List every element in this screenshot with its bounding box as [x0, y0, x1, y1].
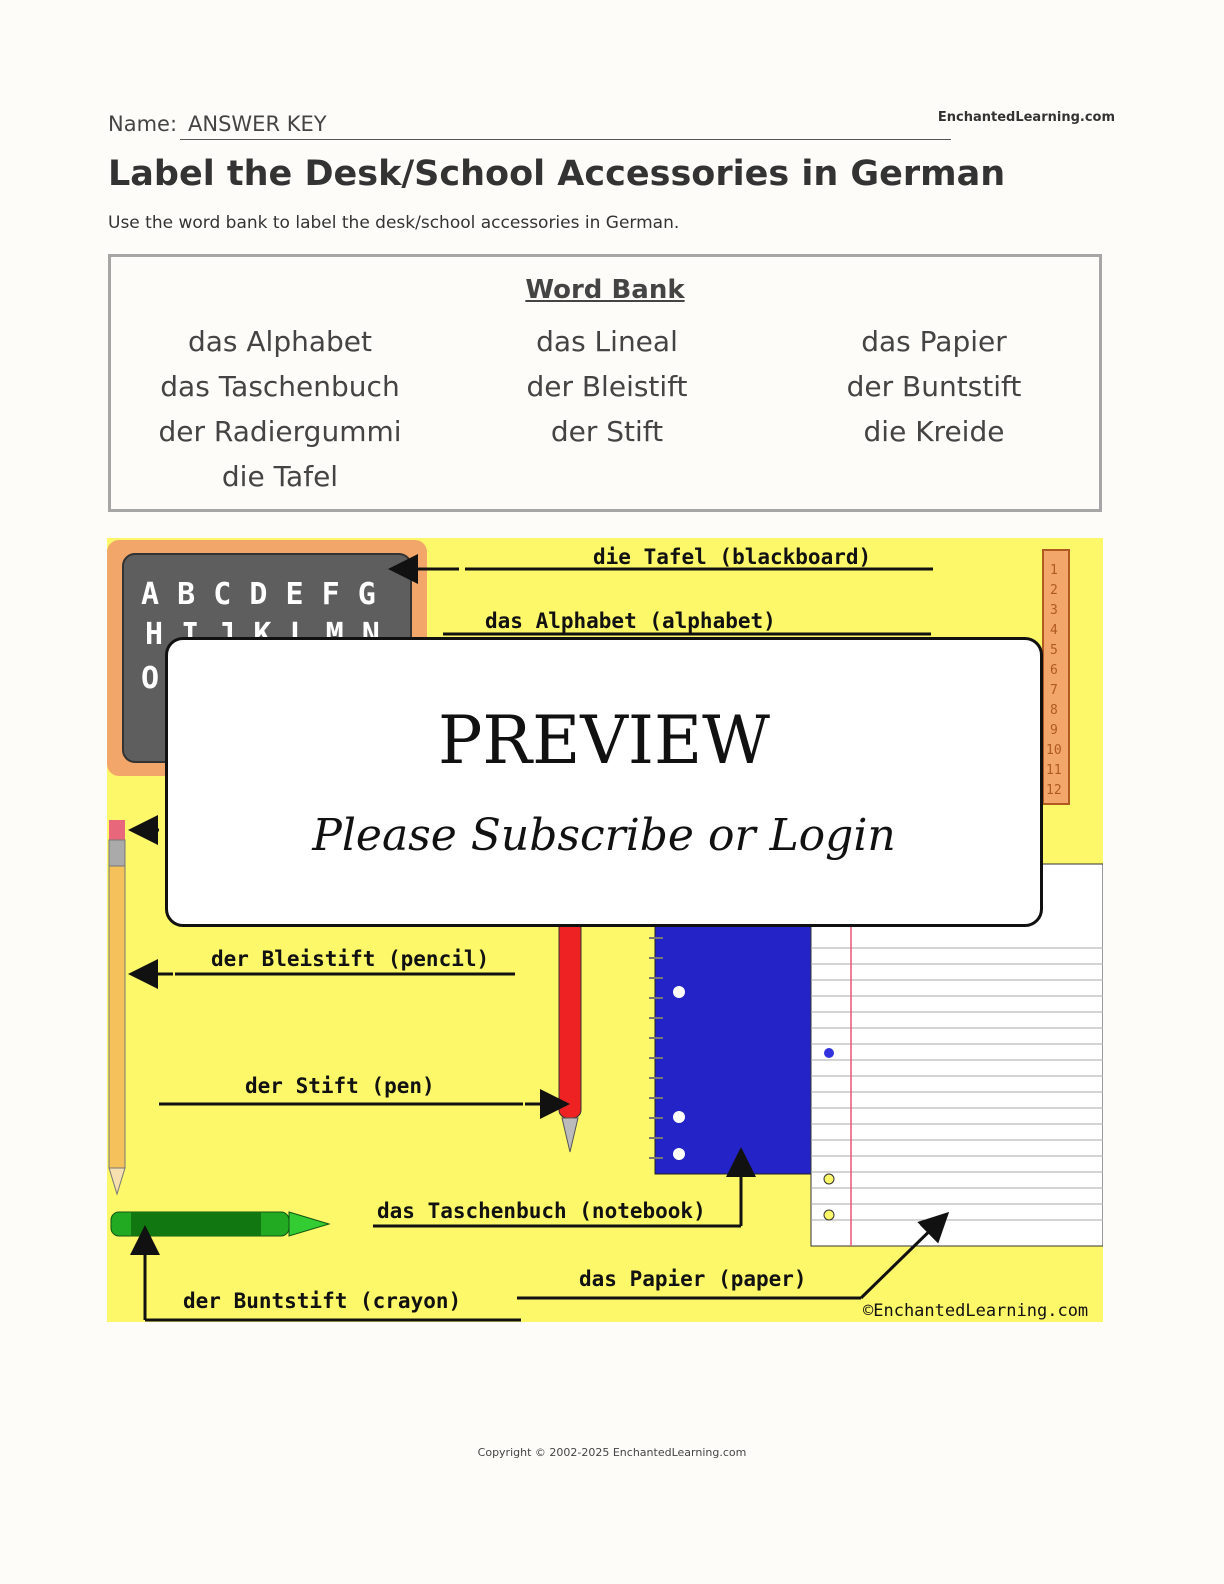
preview-subscribe-login[interactable]: Please Subscribe or Login	[312, 810, 896, 861]
word-bank-item: die Tafel	[221, 460, 339, 493]
label-paper: das Papier (paper)	[579, 1267, 807, 1291]
ruler-number: 4	[1050, 623, 1058, 638]
ruler-number: 7	[1050, 683, 1058, 698]
pencil-eraser	[109, 820, 125, 840]
instructions: Use the word bank to label the desk/scho…	[108, 213, 680, 233]
name-label: Name:	[108, 112, 178, 136]
ruler-number: 8	[1050, 703, 1058, 718]
notebook-hole	[673, 1148, 685, 1160]
notebook-hole	[673, 986, 685, 998]
label-crayon: der Buntstift (crayon)	[183, 1289, 461, 1313]
ruler-number: 10	[1046, 743, 1062, 758]
ruler-number: 3	[1050, 603, 1058, 618]
blackboard-letters: A B C D E F G	[141, 577, 376, 612]
pencil-tip	[108, 1167, 126, 1196]
name-underline	[180, 139, 951, 140]
word-bank-item: das Papier	[861, 325, 1007, 358]
ruler-number: 5	[1050, 643, 1058, 658]
word-bank-item: das Alphabet	[187, 325, 372, 358]
word-bank-column: das Alphabet das Taschenbuch der Radierg…	[115, 319, 445, 499]
pencil	[108, 865, 126, 1169]
word-bank-title: Word Bank	[525, 275, 685, 305]
word-bank-column: das Papier der Buntstift die Kreide	[769, 319, 1099, 454]
ruler-number: 11	[1046, 763, 1062, 778]
name-value: ANSWER KEY	[188, 112, 327, 136]
word-bank-item: die Kreide	[863, 415, 1005, 448]
illustration-credit: ©EnchantedLearning.com	[863, 1301, 1088, 1321]
ruler-number: 12	[1046, 783, 1062, 798]
ruler-number: 2	[1050, 583, 1058, 598]
word-bank-item: der Bleistift	[526, 370, 688, 403]
name-row: Name: ANSWER KEY	[108, 108, 951, 140]
site-tag: EnchantedLearning.com	[937, 110, 1115, 125]
pen-tip	[561, 1117, 579, 1153]
ruler	[1042, 549, 1070, 805]
ruler-number: 1	[1050, 563, 1058, 578]
paper-hole	[823, 1209, 835, 1221]
blackboard-letters: O	[141, 661, 159, 696]
preview-overlay[interactable]: PREVIEW Please Subscribe or Login	[165, 637, 1043, 927]
ruler-number: 9	[1050, 723, 1058, 738]
ruler-number: 6	[1050, 663, 1058, 678]
word-bank-item: der Radiergummi	[158, 415, 402, 448]
label-pen: der Stift (pen)	[245, 1074, 435, 1098]
label-alphabet: das Alphabet (alphabet)	[485, 609, 776, 633]
word-bank-item: das Lineal	[536, 325, 678, 358]
word-bank-item: das Taschenbuch	[160, 370, 400, 403]
notebook-hole	[673, 1111, 685, 1123]
crayon-tip	[288, 1211, 331, 1237]
word-bank-item: der Stift	[550, 415, 664, 448]
notebook-spiral	[649, 937, 663, 1159]
word-bank: Word Bank das Alphabet das Taschenbuch d…	[108, 254, 1102, 512]
paper-lines	[811, 947, 1103, 1221]
label-pencil: der Bleistift (pencil)	[211, 947, 489, 971]
paper	[810, 863, 1103, 1247]
footer-copyright: Copyright © 2002-2025 EnchantedLearning.…	[477, 1446, 747, 1459]
label-blackboard: die Tafel (blackboard)	[593, 545, 871, 569]
notebook	[654, 917, 812, 1175]
preview-title: PREVIEW	[437, 702, 771, 779]
page-title: Label the Desk/School Accessories in Ger…	[108, 154, 1006, 194]
word-bank-column: das Lineal der Bleistift der Stift	[442, 319, 772, 454]
label-notebook: das Taschenbuch (notebook)	[377, 1199, 706, 1223]
crayon-wrapper	[131, 1212, 261, 1236]
ruler-numbers: 1 2 3 4 5 6 7 8 9 10 11 12	[1046, 563, 1062, 798]
paper-hole	[823, 1173, 835, 1185]
pen	[558, 917, 582, 1119]
paper-hole	[824, 1048, 834, 1058]
word-bank-item: der Buntstift	[846, 370, 1022, 403]
pencil-ferrule	[108, 839, 126, 867]
